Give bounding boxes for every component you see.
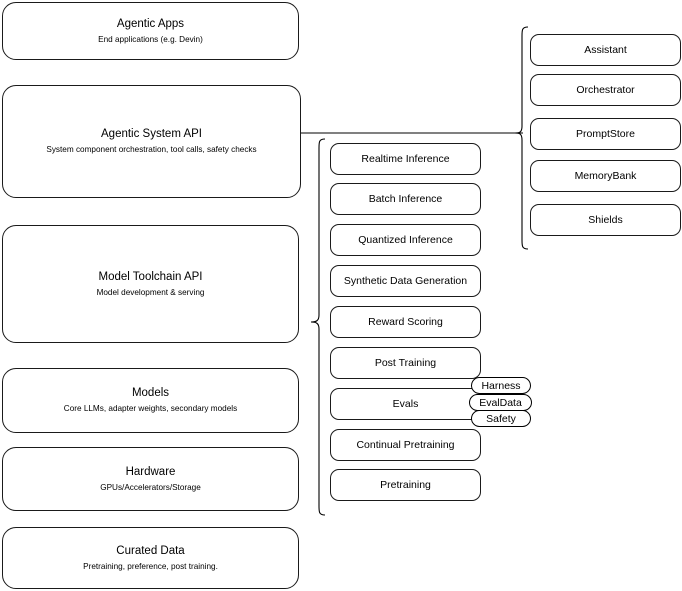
toolchain-item-synthetic-data-generation[interactable]: Synthetic Data Generation <box>330 265 481 297</box>
toolchain-item-pretraining[interactable]: Pretraining <box>330 469 481 501</box>
stack-layer-agentic-system-api[interactable]: Agentic System API System component orch… <box>2 85 301 198</box>
model-toolchain-api-brace <box>310 138 326 516</box>
stack-layer-model-toolchain-api[interactable]: Model Toolchain API Model development & … <box>2 225 299 343</box>
toolchain-item-continual-pretraining[interactable]: Continual Pretraining <box>330 429 481 461</box>
stack-layer-title: Curated Data <box>116 544 185 557</box>
system-item-orchestrator[interactable]: Orchestrator <box>530 74 681 106</box>
stack-layer-subtitle: Core LLMs, adapter weights, secondary mo… <box>63 404 238 413</box>
toolchain-item-reward-scoring[interactable]: Reward Scoring <box>330 306 481 338</box>
stack-layer-subtitle: Pretraining, preference, post training. <box>83 561 218 571</box>
stack-layer-subtitle: GPUs/Accelerators/Storage <box>100 482 201 492</box>
toolchain-item-evals[interactable]: Evals <box>330 388 481 420</box>
stack-layer-subtitle: End applications (e.g. Devin) <box>98 34 203 44</box>
stack-layer-curated-data[interactable]: Curated Data Pretraining, preference, po… <box>2 527 299 589</box>
stack-layer-subtitle: Model development & serving <box>96 287 205 297</box>
stack-layer-hardware[interactable]: Hardware GPUs/Accelerators/Storage <box>2 447 299 511</box>
stack-layer-title: Hardware <box>125 465 176 478</box>
stack-layer-agentic-apps[interactable]: Agentic Apps End applications (e.g. Devi… <box>2 2 299 60</box>
system-item-promptstore[interactable]: PromptStore <box>530 118 681 150</box>
agentic-system-api-brace <box>514 26 529 250</box>
stack-layer-title: Model Toolchain API <box>98 270 203 283</box>
evals-subcomponent-safety[interactable]: Safety <box>471 410 531 427</box>
toolchain-item-realtime-inference[interactable]: Realtime Inference <box>330 143 481 175</box>
toolchain-item-post-training[interactable]: Post Training <box>330 347 481 379</box>
system-item-shields[interactable]: Shields <box>530 204 681 236</box>
system-item-assistant[interactable]: Assistant <box>530 34 681 66</box>
toolchain-item-quantized-inference[interactable]: Quantized Inference <box>330 224 481 256</box>
stack-layer-models[interactable]: Models Core LLMs, adapter weights, secon… <box>2 368 299 433</box>
toolchain-item-batch-inference[interactable]: Batch Inference <box>330 183 481 215</box>
agentic-system-api-connector-line <box>299 132 523 134</box>
stack-layer-title: Agentic Apps <box>116 17 185 30</box>
evals-subcomponent-harness[interactable]: Harness <box>471 377 531 394</box>
stack-layer-title: Models <box>131 387 170 399</box>
evals-subcomponent-evaldata[interactable]: EvalData <box>469 394 532 411</box>
stack-layer-subtitle: System component orchestration, tool cal… <box>46 145 257 154</box>
stack-layer-title: Agentic System API <box>101 128 202 140</box>
system-item-memorybank[interactable]: MemoryBank <box>530 160 681 192</box>
